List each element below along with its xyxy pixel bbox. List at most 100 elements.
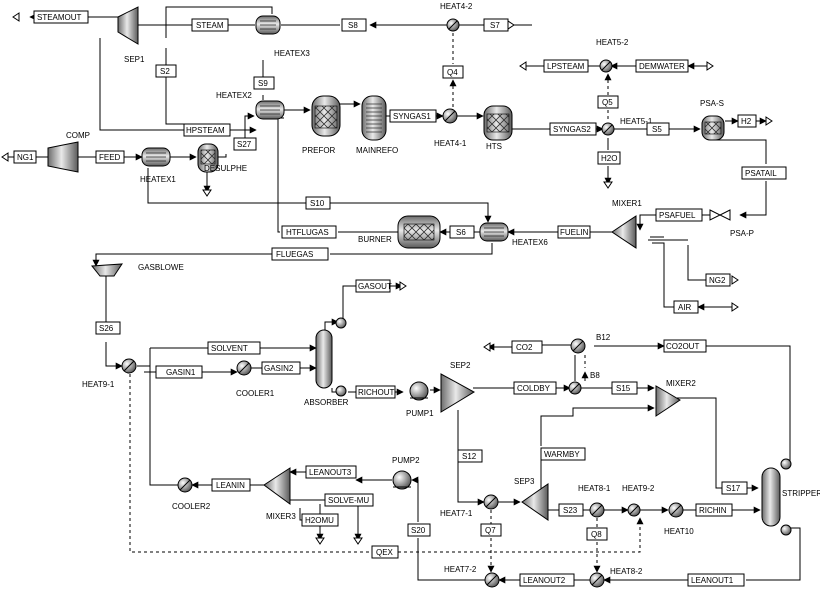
heat5-1-heater-icon[interactable]: HEAT5-1 (601, 117, 653, 136)
stream-s20[interactable]: S20 (407, 523, 431, 537)
stream-solve-mu[interactable]: SOLVE-MU (324, 493, 374, 507)
stream-syngas2[interactable]: SYNGAS2 (549, 122, 597, 136)
stream-leanout1[interactable]: LEANOUT1 (687, 573, 745, 587)
heat8-1-heater-icon[interactable]: HEAT8-1 (578, 484, 611, 518)
stream-s23[interactable]: S23 (558, 503, 584, 517)
pump2-pump-icon[interactable]: PUMP2 (392, 456, 420, 490)
prefor-reactor-icon[interactable]: PREFOR (302, 95, 341, 155)
stream-steamout[interactable]: STEAMOUT (33, 10, 89, 24)
heat8-2-heater-icon[interactable]: HEAT8-2 (589, 567, 643, 588)
stream-air[interactable]: AIR (673, 300, 699, 314)
psa-p-label: PSA-P (730, 229, 754, 238)
stripper-column-icon[interactable]: STRIPPER (761, 458, 820, 536)
stream-s8[interactable]: S8 (341, 18, 367, 32)
stream-demwater[interactable]: DEMWATER (635, 59, 689, 73)
stream-leanin[interactable]: LEANIN (211, 478, 251, 492)
stream-s27[interactable]: S27 (233, 137, 257, 151)
heat5-2-heater-icon[interactable]: HEAT5-2 (596, 38, 629, 73)
stream-hpsteam[interactable]: HPSTEAM (183, 123, 231, 137)
b12-heater-icon[interactable]: B12 (570, 333, 611, 354)
desulphe-reactor-icon[interactable]: DESULPHE (197, 143, 247, 173)
stream-co2[interactable]: CO2 (511, 340, 543, 354)
stream-solvent[interactable]: SOLVENT (207, 341, 261, 355)
burner-furnace-icon[interactable]: BURNER (358, 215, 441, 249)
stream-gasin1[interactable]: GASIN1 (155, 365, 203, 379)
stream-feed[interactable]: FEED (95, 150, 125, 164)
stream-gasout-label: GASOUT (358, 282, 392, 291)
stream-richout[interactable]: RICHOUT (355, 385, 396, 399)
stream-leanout2[interactable]: LEANOUT2 (519, 573, 575, 587)
sep1-label: SEP1 (124, 55, 145, 64)
stream-ng2[interactable]: NG2 (705, 273, 731, 287)
stream-solve-mu-label: SOLVE-MU (328, 496, 369, 505)
pump1-pump-icon[interactable]: PUMP1 (406, 381, 434, 418)
stream-qex-label: QEX (376, 548, 394, 557)
stream-h2[interactable]: H2 (737, 114, 757, 128)
stream-q5[interactable]: Q5 (597, 95, 619, 109)
stream-gasout[interactable]: GASOUT (355, 279, 392, 293)
stream-syngas1[interactable]: SYNGAS1 (389, 109, 437, 123)
cooler2-cooler-icon[interactable]: COOLER2 (172, 477, 211, 511)
mixer1-mixer-icon[interactable]: MIXER1 (611, 199, 642, 249)
cooler1-cooler-icon[interactable]: COOLER1 (236, 360, 275, 398)
stream-gasin2[interactable]: GASIN2 (261, 361, 301, 375)
stream-steam[interactable]: STEAM (191, 18, 229, 32)
stream-s17[interactable]: S17 (721, 481, 748, 495)
absorber-column-icon[interactable]: ABSORBER (304, 317, 349, 407)
heatex6-exchanger-icon[interactable]: HEATEX6 (479, 222, 548, 247)
stream-htflugas[interactable]: HTFLUGAS (281, 225, 337, 239)
mixer2-mixer-icon[interactable]: MIXER2 (655, 379, 696, 417)
stream-q4[interactable]: Q4 (442, 65, 464, 79)
stream-q7[interactable]: Q7 (480, 523, 502, 537)
heatex2-exchanger-icon[interactable]: HEATEX2 (216, 91, 285, 120)
heat7-1-heater-icon[interactable]: HEAT7-1 (440, 494, 499, 518)
heat9-1-heater-icon[interactable]: HEAT9-1 (82, 358, 137, 389)
heat4-2-heater-icon[interactable]: HEAT4-2 (440, 2, 473, 32)
stream-leanout3[interactable]: LEANOUT3 (305, 465, 357, 479)
stream-h2omu[interactable]: H2OMU (301, 513, 339, 527)
stream-s5[interactable]: S5 (646, 122, 670, 136)
psa-p-valve-icon[interactable]: PSA-P (709, 209, 754, 238)
sep1-splitter-icon[interactable]: SEP1 (117, 6, 145, 64)
stream-s6[interactable]: S6 (449, 225, 475, 239)
heat10-heater-icon[interactable]: HEAT10 (664, 502, 694, 536)
stream-richin[interactable]: RICHIN (695, 503, 733, 517)
stream-syngas2-label: SYNGAS2 (553, 125, 591, 134)
heat9-2-heater-icon[interactable]: HEAT9-2 (622, 484, 655, 517)
stream-co2out[interactable]: CO2OUT (663, 339, 707, 353)
mixer3-mixer-icon[interactable]: MIXER3 (263, 467, 296, 521)
stream-warmby[interactable]: WARMBY (540, 447, 586, 461)
stream-lpsteam[interactable]: LPSTEAM (543, 59, 589, 73)
stream-s26[interactable]: S26 (95, 321, 121, 335)
stream-psafuel[interactable]: PSAFUEL (655, 208, 703, 222)
stream-fuelin[interactable]: FUELIN (557, 225, 591, 239)
stream-s7[interactable]: S7 (483, 18, 509, 32)
sep2-splitter-icon[interactable]: SEP2 (440, 361, 476, 413)
psa-s-separator-icon[interactable]: PSA-S (700, 99, 725, 141)
stream-s9[interactable]: S9 (253, 76, 275, 90)
stream-psatail[interactable]: PSATAIL (741, 166, 787, 180)
stream-s12[interactable]: S12 (457, 449, 483, 463)
heat7-2-heater-icon[interactable]: HEAT7-2 (444, 565, 500, 588)
gasblowe-blower-icon[interactable]: GASBLOWE (91, 263, 184, 277)
stream-fluegas[interactable]: FLUEGAS (271, 247, 329, 261)
sep3-splitter-icon[interactable]: SEP3 (514, 477, 549, 521)
hts-label: HTS (486, 142, 502, 151)
b8-heater-icon[interactable]: B8 (568, 371, 600, 395)
mainrefo-reactor-icon[interactable]: MAINREFO (356, 95, 398, 155)
stream-s10[interactable]: S10 (305, 196, 331, 210)
stream-coldby[interactable]: COLDBY (513, 381, 557, 395)
heat4-1-heater-icon[interactable]: HEAT4-1 (434, 108, 467, 148)
heatex1-exchanger-icon[interactable]: HEATEX1 (140, 147, 176, 184)
stream-s2[interactable]: S2 (155, 64, 177, 78)
stream-q8[interactable]: Q8 (586, 527, 608, 541)
stream-qex[interactable]: QEX (371, 545, 399, 559)
stream-h2o[interactable]: H2O (597, 151, 621, 165)
stream-ng1[interactable]: NG1 (13, 150, 37, 164)
hts-reactor-icon[interactable]: HTS (483, 105, 513, 151)
comp-compressor-icon[interactable]: COMP (47, 131, 90, 173)
absorber-label: ABSORBER (304, 398, 349, 407)
heatex3-exchanger-icon[interactable]: HEATEX3 (255, 15, 310, 58)
mainrefo-label: MAINREFO (356, 146, 398, 155)
stream-s15[interactable]: S15 (611, 381, 638, 395)
